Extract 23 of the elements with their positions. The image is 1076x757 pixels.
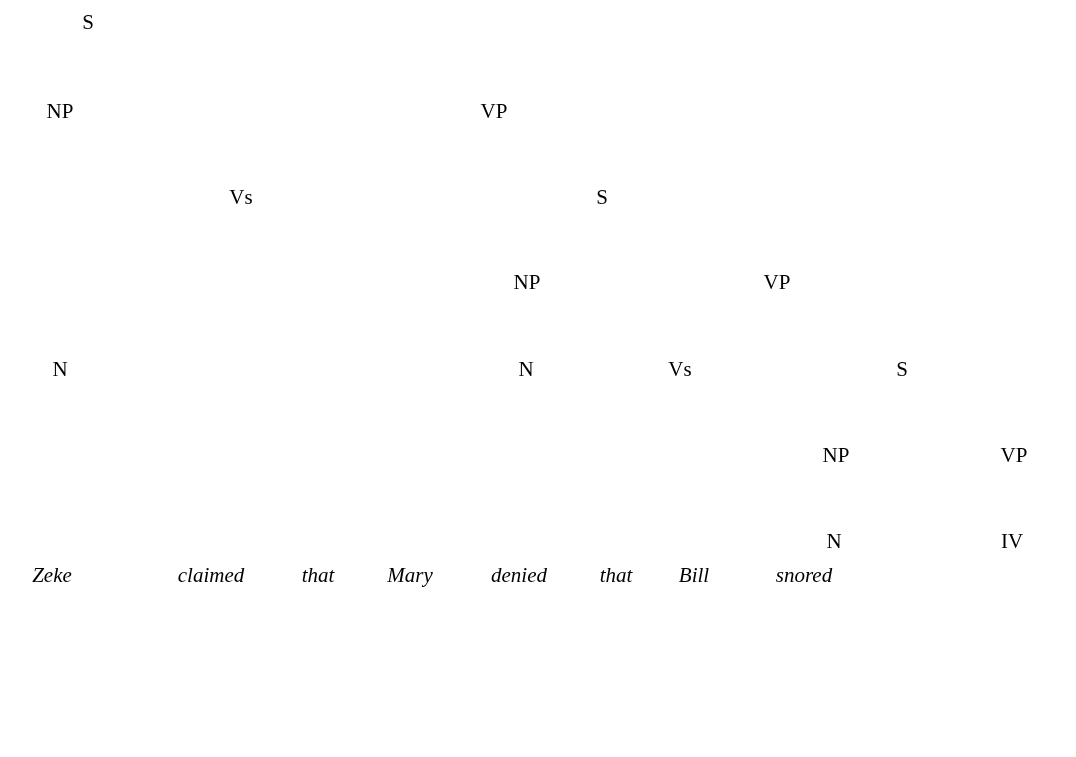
word: claimed bbox=[177, 564, 245, 586]
category-label: S bbox=[82, 11, 94, 33]
category-label: Vs bbox=[229, 186, 253, 208]
word: Zeke bbox=[32, 564, 72, 586]
category-label: S bbox=[896, 358, 908, 380]
category-label: Vs bbox=[668, 358, 692, 380]
word: denied bbox=[491, 564, 547, 586]
category-label: VP bbox=[763, 271, 791, 293]
word: that bbox=[599, 564, 633, 586]
category-label: NP bbox=[513, 271, 541, 293]
category-label: VP bbox=[1000, 444, 1028, 466]
category-label: NP bbox=[822, 444, 850, 466]
category-label: N bbox=[52, 358, 68, 380]
category-label: N bbox=[826, 530, 842, 552]
word: that bbox=[301, 564, 335, 586]
word: Mary bbox=[387, 564, 433, 586]
word: snored bbox=[775, 564, 833, 586]
word: Bill bbox=[678, 564, 710, 586]
category-label: IV bbox=[1000, 530, 1024, 552]
category-label: NP bbox=[46, 100, 74, 122]
category-label: VP bbox=[480, 100, 508, 122]
category-label: S bbox=[596, 186, 608, 208]
category-label: N bbox=[518, 358, 534, 380]
